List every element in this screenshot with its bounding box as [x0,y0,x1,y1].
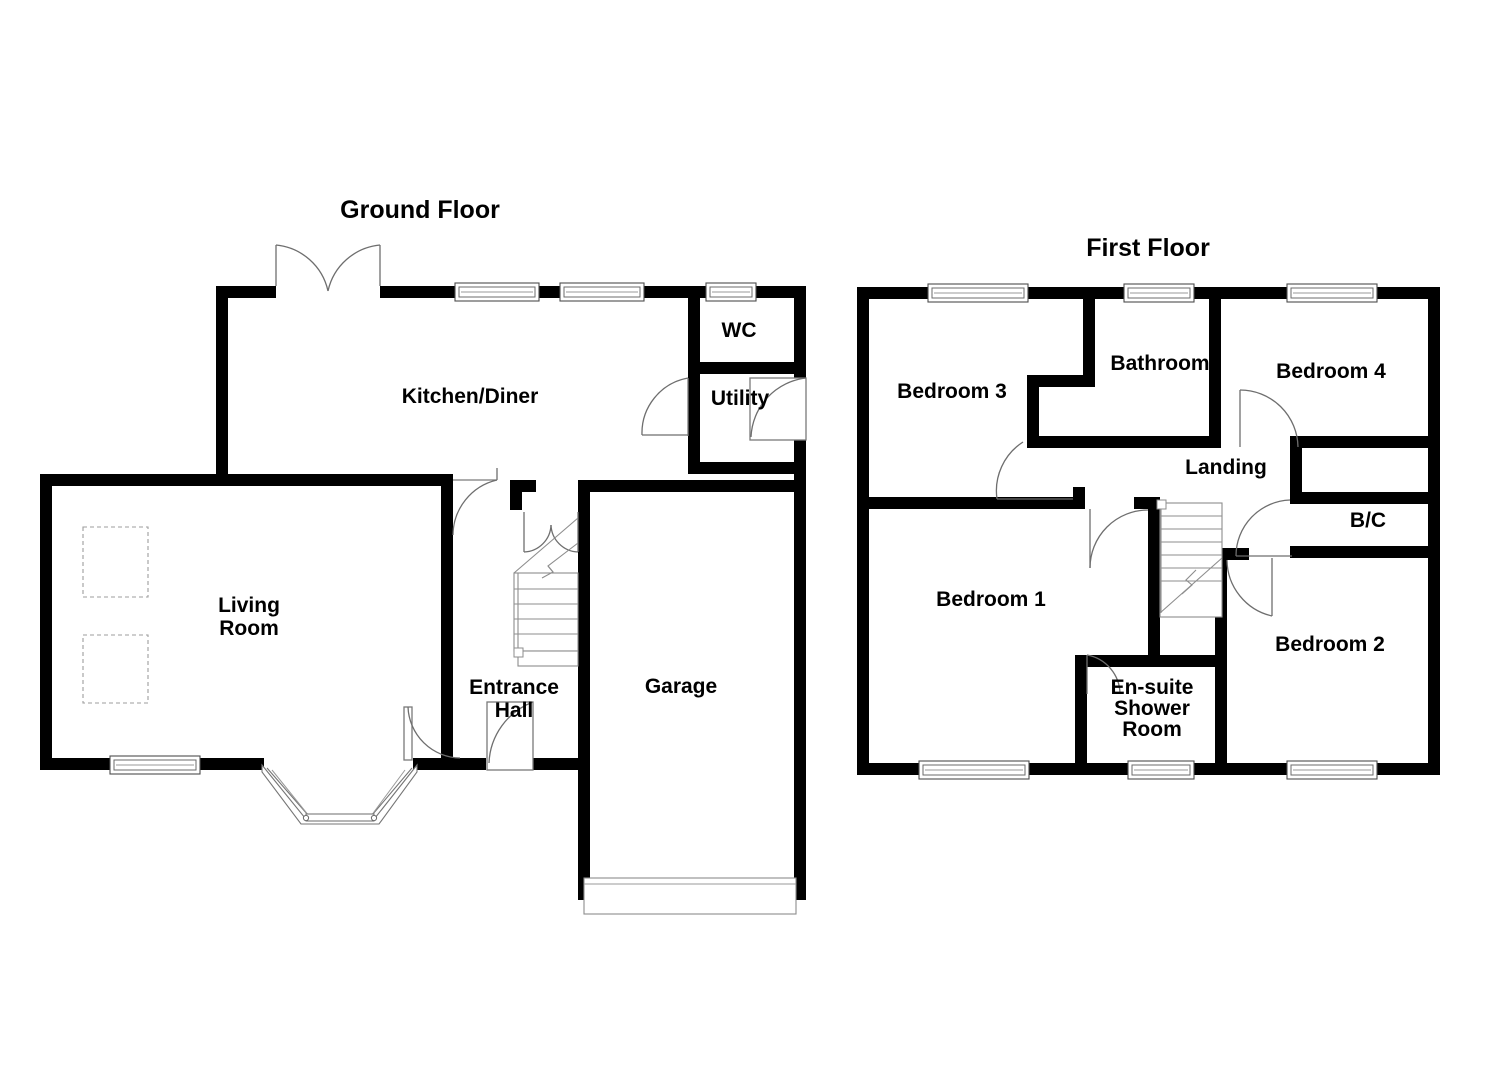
door-living-to-hall [403,706,461,761]
window-living-room [109,755,201,775]
ground-floor-walls [40,286,806,900]
first-floor-staircase [1156,499,1223,618]
door-bedroom-4 [1239,389,1299,448]
first-floor-windows [918,283,1378,780]
room-label-ensuite-line1: En-suite [1111,676,1194,699]
room-label-kitchen-diner: Kitchen/Diner [402,385,539,408]
first-floor-walls [857,287,1440,775]
wall-bed3-bed1 [857,497,1085,509]
room-label-utility: Utility [711,387,770,410]
door-front-entrance [486,701,534,771]
wall-stairwell-left [1148,503,1160,655]
door-kitchen-to-hall [452,468,498,536]
ground-floor-title: Ground Floor [340,196,500,224]
garage-door [583,877,797,915]
window-wc [705,282,757,302]
bay-window-living-room [261,763,418,825]
room-label-bedroom-3: Bedroom 3 [897,380,1007,403]
wall-garage-top [578,480,806,492]
wall-bc-top [1290,492,1440,504]
wall-living-left [40,474,52,770]
wall-ensuite-left [1075,655,1087,775]
wall-wc-utility-left [688,286,700,474]
wall-bc-bottom [1290,546,1440,558]
ground-floor-staircase [513,517,579,667]
labels-layer: Ground Floor First Floor Kitchen/Diner W… [218,196,1386,741]
wall-ff-left [857,287,869,775]
wall-kitchen-left [216,286,228,474]
ground-floor-group [40,244,807,915]
wall-living-bottom-left [40,758,112,770]
window-bedroom-3 [927,283,1029,303]
wall-bed3-jamb [1073,487,1085,509]
wall-stairwell-left-jamb [1134,497,1160,509]
window-kitchen-2 [559,282,645,302]
living-room-alcoves [82,526,149,704]
door-bedroom-3 [995,441,1073,500]
room-label-ensuite-line3: Room [1122,718,1182,741]
wall-wc-utility-divider [688,362,806,374]
wall-kitchen-top-left [216,286,276,298]
ground-floor-doors [275,244,807,771]
wall-living-hall-divider [441,474,453,770]
window-ensuite [1127,760,1195,780]
wall-bathroom-left [1027,375,1039,448]
wall-bed2-top-jamb [1215,548,1249,560]
room-label-bedroom-1: Bedroom 1 [936,588,1046,611]
wall-bathroom-bed4 [1209,287,1221,448]
wall-bed4-bottom [1290,436,1440,448]
wall-ff-right [1428,287,1440,775]
wall-hall-top-jamb [510,480,536,492]
room-label-living-room-line2: Room [219,617,279,640]
room-label-landing: Landing [1185,456,1267,479]
door-utility-external [749,377,807,441]
wall-utility-bottom [688,462,806,474]
window-bedroom-4 [1286,283,1378,303]
wall-hall-bottom-right [533,758,585,770]
room-label-bedroom-2: Bedroom 2 [1275,633,1385,656]
room-label-bc: B/C [1350,509,1386,532]
room-label-bedroom-4: Bedroom 4 [1276,360,1386,383]
room-label-entrance-hall-line1: Entrance [469,676,559,699]
door-hall-understairs-double [523,512,579,553]
wall-bathroom-bottom [1027,436,1221,448]
door-kitchen-to-utility [641,377,689,436]
door-bc-cupboard [1235,499,1292,557]
wall-bed3-bathroom [1083,287,1095,375]
wall-ensuite-top [1075,655,1227,667]
door-bedroom-2 [1226,558,1273,617]
first-floor-title: First Floor [1086,234,1210,262]
room-label-garage: Garage [645,675,717,698]
room-label-living-room-line1: Living [218,594,280,617]
room-label-ensuite-line2: Shower [1114,697,1190,720]
window-kitchen-1 [454,282,540,302]
window-bedroom-2 [1286,760,1378,780]
door-kitchen-french [275,244,381,292]
first-floor-doors [995,389,1299,695]
door-bedroom-1 [1089,509,1149,569]
door-ensuite [1086,654,1121,695]
room-label-wc: WC [722,319,757,342]
alcove-lower [82,634,149,704]
wall-bed4-jamb [1290,436,1302,492]
ground-floor-windows [109,282,757,775]
first-floor-group [857,283,1440,780]
room-label-entrance-hall-line2: Hall [495,699,534,722]
alcove-upper [82,526,149,598]
window-bedroom-1 [918,760,1030,780]
window-bathroom [1123,283,1195,303]
wall-living-bottom-mid [198,758,264,770]
wall-bathroom-step [1027,375,1095,387]
wall-living-top [40,474,452,486]
room-label-bathroom: Bathroom [1110,352,1209,375]
wall-hall-garage-divider [578,480,590,900]
